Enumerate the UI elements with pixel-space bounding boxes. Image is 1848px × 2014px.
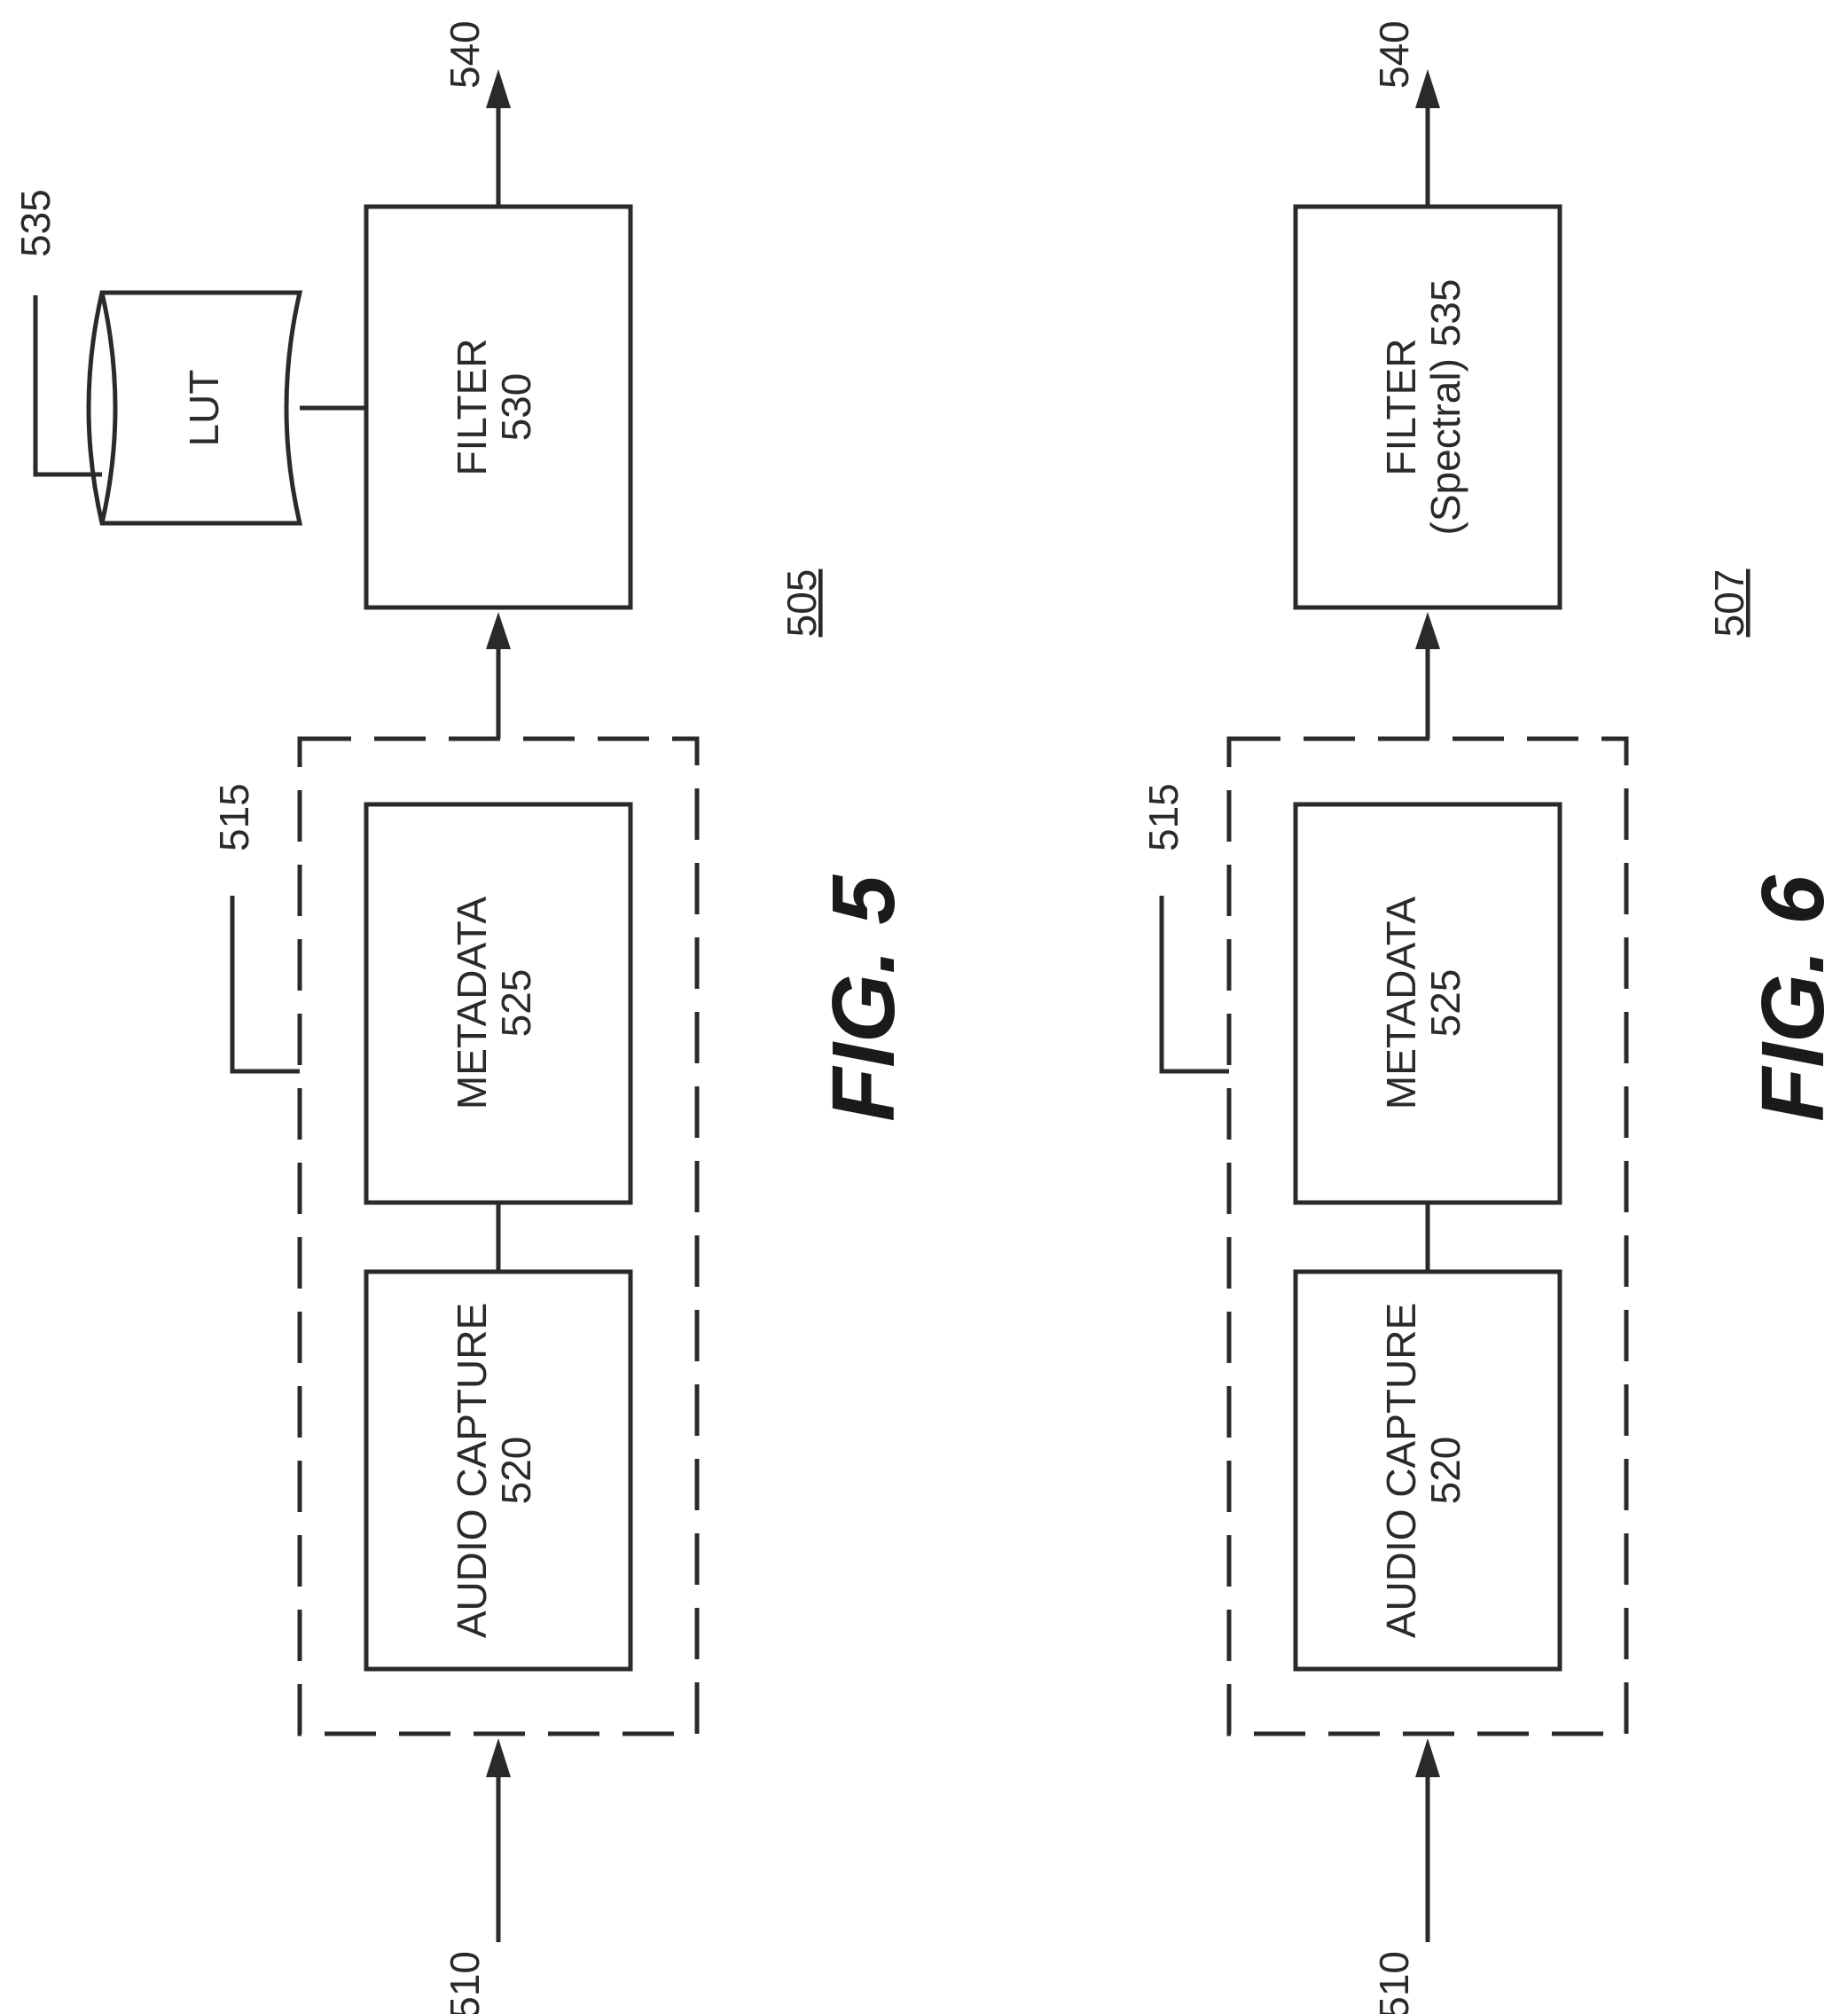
output-label-540-fig6: 540 bbox=[1371, 20, 1417, 89]
metadata-name: METADATA bbox=[449, 897, 495, 1110]
filter-block-spectral-535 bbox=[1293, 204, 1562, 610]
input-label-510: 510 bbox=[442, 1951, 488, 2014]
input-arrow-510 bbox=[486, 1738, 511, 1942]
output-label-540: 540 bbox=[442, 20, 488, 89]
metadata-block-525-fig6 bbox=[1293, 802, 1562, 1205]
arrow-to-filter-530 bbox=[486, 612, 511, 739]
audio-capture-block-520 bbox=[364, 1269, 633, 1672]
lut-label: LUT bbox=[181, 370, 227, 447]
output-arrow-540 bbox=[486, 69, 511, 207]
output-arrow-540-fig6 bbox=[1415, 69, 1440, 207]
figure-5: 510 515 AUDIO CAPTURE 520 METADATA 525 F… bbox=[12, 20, 913, 2014]
filter-name-fig6: FILTER bbox=[1378, 338, 1424, 475]
audio-capture-name: AUDIO CAPTURE bbox=[449, 1303, 495, 1638]
filter-name: FILTER bbox=[449, 338, 495, 475]
reference-number-507: 507 bbox=[1706, 569, 1752, 638]
figure-caption-5: FIG. 5 bbox=[814, 874, 913, 1122]
leader-line-515-fig6 bbox=[1159, 896, 1229, 1074]
group-label-515: 515 bbox=[211, 783, 257, 851]
metadata-number: 525 bbox=[493, 969, 539, 1038]
input-arrow-510-fig6 bbox=[1415, 1738, 1440, 1942]
filter-number: 530 bbox=[493, 373, 539, 442]
filter-block-530 bbox=[364, 204, 633, 610]
reference-number-505: 505 bbox=[779, 569, 825, 638]
lut-number-535: 535 bbox=[12, 189, 59, 257]
lut-database-icon bbox=[86, 290, 303, 526]
metadata-name-fig6: METADATA bbox=[1378, 897, 1424, 1110]
audio-capture-block-520-fig6 bbox=[1293, 1269, 1562, 1672]
group-label-515-fig6: 515 bbox=[1140, 783, 1186, 851]
audio-capture-number-fig6: 520 bbox=[1422, 1437, 1468, 1505]
metadata-number-fig6: 525 bbox=[1422, 969, 1468, 1038]
leader-line-515 bbox=[230, 896, 300, 1074]
arrow-to-filter-535-fig6 bbox=[1415, 612, 1440, 739]
audio-capture-name-fig6: AUDIO CAPTURE bbox=[1378, 1303, 1424, 1638]
audio-capture-number: 520 bbox=[493, 1437, 539, 1505]
input-label-510-fig6: 510 bbox=[1371, 1951, 1417, 2014]
figure-6: 510 515 AUDIO CAPTURE 520 METADATA 525 F… bbox=[1140, 20, 1843, 2014]
filter-subtitle-fig6: (Spectral) 535 bbox=[1422, 279, 1468, 536]
leader-line-535 bbox=[33, 295, 102, 477]
metadata-block-525 bbox=[364, 802, 633, 1205]
figure-caption-6: FIG. 6 bbox=[1743, 874, 1843, 1122]
